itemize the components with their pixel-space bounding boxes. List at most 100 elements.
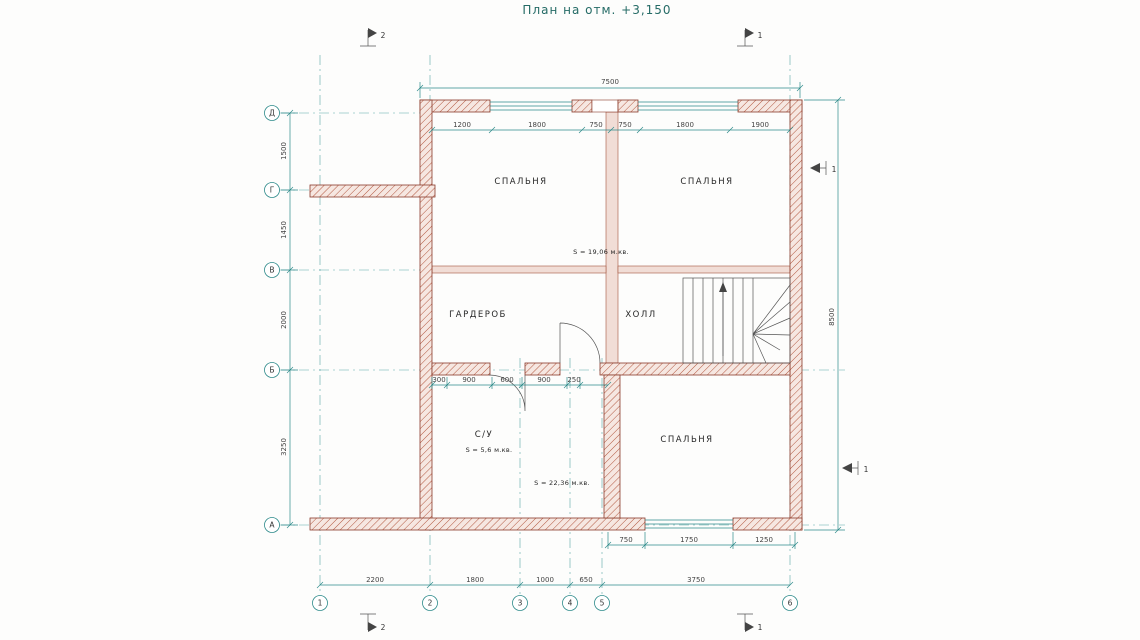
wall-right bbox=[789, 99, 803, 531]
dim-label: 250 bbox=[567, 376, 580, 384]
partitions bbox=[431, 111, 791, 364]
axis-label: 4 bbox=[568, 599, 573, 608]
axis-bubble bbox=[264, 105, 280, 121]
wall-bottom-left bbox=[309, 517, 646, 531]
wall-bottom-right bbox=[732, 517, 803, 531]
section-flag-icon bbox=[810, 163, 820, 173]
axis-bubble bbox=[312, 595, 328, 611]
room-label-bedroom-3: СПАЛЬНЯ bbox=[660, 435, 713, 445]
dim-label: 650 bbox=[579, 576, 592, 584]
windows bbox=[490, 101, 738, 529]
dim-label: 1500 bbox=[280, 142, 288, 160]
axis-bubble bbox=[782, 595, 798, 611]
walls bbox=[309, 99, 803, 531]
axis-label: В bbox=[269, 266, 274, 275]
axis-bubbles-left: Д Г В Б А bbox=[264, 105, 280, 533]
dim-label: 750 bbox=[619, 536, 632, 544]
area-label: S = 22,36 м.кв. bbox=[534, 479, 590, 487]
dim-label: 600 bbox=[500, 376, 513, 384]
dim-label: 750 bbox=[589, 121, 602, 129]
stairs-winders bbox=[752, 284, 791, 364]
wall-interior-b bbox=[524, 362, 561, 376]
dim-label: 3250 bbox=[280, 438, 288, 456]
stairs-outline bbox=[682, 277, 791, 364]
axis-grid bbox=[279, 55, 845, 600]
room-label-bedroom-2: СПАЛЬНЯ bbox=[680, 177, 733, 187]
axis-bubbles-bottom: 1 2 3 4 5 6 bbox=[312, 595, 798, 611]
window-bottom bbox=[645, 519, 733, 529]
dim-label: 2200 bbox=[366, 576, 384, 584]
door-hall bbox=[559, 322, 601, 364]
section-flag-icon bbox=[745, 28, 754, 38]
section-flag-icon bbox=[842, 463, 852, 473]
stairs bbox=[682, 277, 791, 364]
section-label: 1 bbox=[864, 465, 869, 474]
wall-top-pier-2 bbox=[617, 99, 639, 113]
dim-label: 1250 bbox=[755, 536, 773, 544]
wall-interior-vertical bbox=[603, 374, 621, 519]
dimensions: 7500 1200 1800 750 750 1800 1900 1500 14… bbox=[280, 78, 845, 589]
axis-bubble bbox=[264, 182, 280, 198]
wall-interior-a bbox=[431, 362, 491, 376]
section-flags: 2 2 1 1 1 1 bbox=[360, 28, 869, 632]
stairs-direction-arrow-icon bbox=[719, 282, 727, 292]
dim-label: 300 bbox=[432, 376, 445, 384]
wall-left bbox=[419, 99, 433, 531]
dim-label: 1200 bbox=[453, 121, 471, 129]
axis-bubble bbox=[264, 362, 280, 378]
dim-label: 1900 bbox=[751, 121, 769, 129]
window-top-1 bbox=[490, 101, 572, 111]
axis-label: 3 bbox=[518, 599, 523, 608]
drawing-title: План на отм. +3,150 bbox=[522, 3, 671, 17]
room-label-bathroom: С/У bbox=[475, 430, 493, 440]
dim-label: 900 bbox=[537, 376, 550, 384]
wall-terrace bbox=[309, 184, 436, 198]
dim-label: 1450 bbox=[280, 221, 288, 239]
dim-label: 1750 bbox=[680, 536, 698, 544]
section-label: 1 bbox=[758, 31, 763, 40]
section-label: 2 bbox=[381, 623, 386, 632]
axis-label: Д bbox=[269, 109, 275, 118]
axis-label: А bbox=[269, 521, 275, 530]
doors bbox=[488, 322, 601, 412]
dim-label: 8500 bbox=[828, 308, 836, 326]
axis-label: 2 bbox=[428, 599, 433, 608]
section-flag-icon bbox=[745, 622, 754, 632]
axis-label: 6 bbox=[788, 599, 793, 608]
axis-bubble bbox=[594, 595, 610, 611]
partition-bedrooms bbox=[605, 111, 619, 364]
area-label: S = 5,6 м.кв. bbox=[466, 446, 513, 454]
dim-label: 750 bbox=[618, 121, 631, 129]
dim-label: 1800 bbox=[528, 121, 546, 129]
axis-label: Г bbox=[270, 186, 275, 195]
dim-label: 2000 bbox=[280, 311, 288, 329]
axis-bubble bbox=[264, 262, 280, 278]
axis-bubble bbox=[562, 595, 578, 611]
door-bathroom bbox=[488, 374, 526, 412]
room-labels: СПАЛЬНЯ СПАЛЬНЯ ГАРДЕРОБ ХОЛЛ С/У СПАЛЬН… bbox=[449, 177, 733, 487]
dim-label: 900 bbox=[462, 376, 475, 384]
window-top-2 bbox=[638, 101, 738, 111]
dim-label: 1000 bbox=[536, 576, 554, 584]
partition-hall bbox=[617, 265, 791, 274]
axis-label: Б bbox=[269, 366, 274, 375]
dim-label: 3750 bbox=[687, 576, 705, 584]
partition-wardrobe bbox=[431, 265, 607, 274]
dim-label: 1800 bbox=[676, 121, 694, 129]
vent-shaft bbox=[591, 99, 619, 113]
axis-label: 1 bbox=[318, 599, 323, 608]
dim-label: 1800 bbox=[466, 576, 484, 584]
room-label-wardrobe: ГАРДЕРОБ bbox=[449, 310, 507, 320]
section-label: 1 bbox=[758, 623, 763, 632]
room-label-bedroom-1: СПАЛЬНЯ bbox=[494, 177, 547, 187]
axis-label: 5 bbox=[600, 599, 605, 608]
axis-bubble bbox=[422, 595, 438, 611]
wall-top-pier-1 bbox=[571, 99, 593, 113]
section-label: 1 bbox=[832, 165, 837, 174]
section-flag-icon bbox=[368, 28, 377, 38]
axis-bubble bbox=[264, 517, 280, 533]
axis-bubble bbox=[512, 595, 528, 611]
section-flag-icon bbox=[368, 622, 377, 632]
